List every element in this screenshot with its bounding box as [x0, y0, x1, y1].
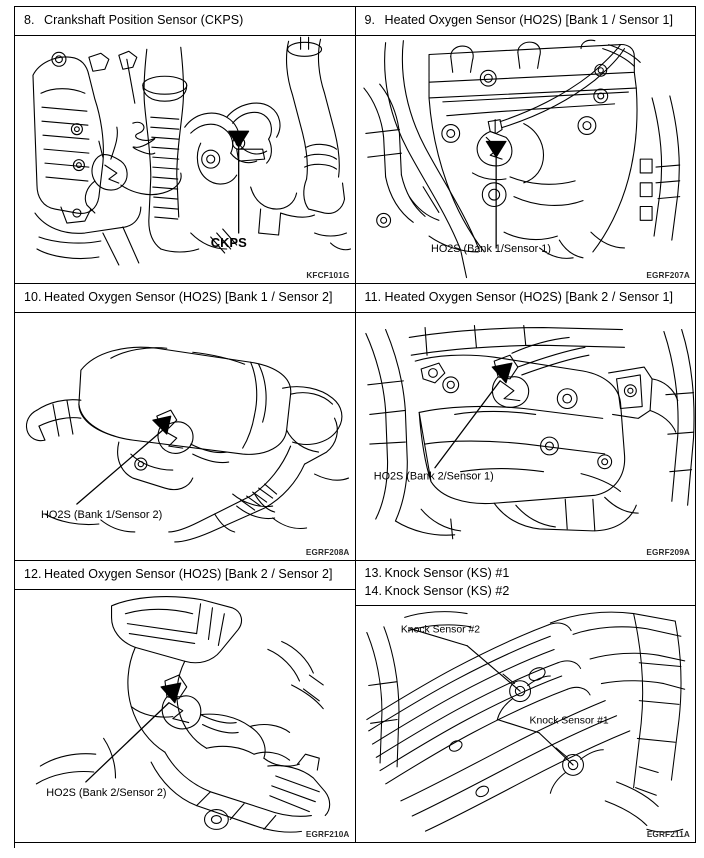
panel-ho2s-b2s2-body: HO2S (Bank 2/Sensor 2) EGRF210A [15, 590, 355, 842]
panel-ho2s-b1s2-header: 10.Heated Oxygen Sensor (HO2S) [Bank 1 /… [15, 284, 355, 313]
panel-ckps: 8. Crankshaft Position Sensor (CKPS) [15, 7, 356, 284]
panel-ho2s-b2s1-figure-code: EGRF209A [646, 548, 690, 557]
panel-ho2s-b1s2-figure-code: EGRF208A [305, 548, 350, 557]
ho2s-b2s2-exhaust-illustration: HO2S (Bank 2/Sensor 2) [15, 590, 355, 842]
knock-sensors-engine-illustration: Knock Sensor #2 Knock Sensor #1 [356, 606, 696, 843]
panel-ho2s-b2s1-number: 11. [364, 290, 382, 304]
panel-ckps-figure-code: KFCF101G [306, 271, 350, 280]
panel-ho2s-b1s1-figure-code: EGRF207A [646, 271, 690, 280]
panel-ho2s-b2s1-title: Heated Oxygen Sensor (HO2S) [Bank 2 / Se… [384, 290, 673, 304]
panel-knock-sensor-2-line: 14.Knock Sensor (KS) #2 [365, 583, 690, 601]
ho2s-b1s1-engine-illustration: HO2S (Bank 1/Sensor 1) [356, 36, 696, 283]
panel-knock-sensor-1-line: 13.Knock Sensor (KS) #1 [365, 565, 690, 583]
panel-grid: 8. Crankshaft Position Sensor (CKPS) [14, 6, 696, 848]
panel-knock-sensor-1-title: Knock Sensor (KS) #1 [384, 566, 510, 580]
panel-ho2s-b2s1-body: HO2S (Bank 2/Sensor 1) EGRF209A [356, 313, 696, 560]
panel-ho2s-b1s2-body: HO2S (Bank 1/Sensor 2) EGRF208A [15, 313, 355, 560]
panel-ho2s-b2s2-header: 12.Heated Oxygen Sensor (HO2S) [Bank 2 /… [15, 561, 355, 590]
panel-ho2s-b1s1-body: HO2S (Bank 1/Sensor 1) EGRF207A [356, 36, 696, 283]
panel-knock-sensors-header: 13.Knock Sensor (KS) #1 14.Knock Sensor … [355, 561, 695, 606]
panel-ho2s-b2s1: 11.Heated Oxygen Sensor (HO2S) [Bank 2 /… [355, 284, 696, 561]
panel-ho2s-b2s2-number: 12. [24, 567, 42, 581]
ho2s-b2s1-engine-illustration: HO2S (Bank 2/Sensor 1) [356, 313, 696, 560]
panel-ho2s-b2s2-figure-code: EGRF210A [305, 830, 350, 839]
panel-ho2s-b1s1-number: 9. [364, 13, 376, 27]
panel-knock-sensor-1-number: 13. [364, 566, 383, 580]
panel-ho2s-b2s2: 12.Heated Oxygen Sensor (HO2S) [Bank 2 /… [15, 561, 356, 843]
panel-ckps-title: Crankshaft Position Sensor (CKPS) [44, 13, 244, 27]
panel-ho2s-b2s1-header: 11.Heated Oxygen Sensor (HO2S) [Bank 2 /… [355, 284, 695, 313]
panel-ho2s-b1s1-title: Heated Oxygen Sensor (HO2S) [Bank 1 / Se… [384, 13, 673, 27]
panel-knock-sensor-2-number: 14. [364, 583, 383, 598]
panel-knock-sensors: 13.Knock Sensor (KS) #1 14.Knock Sensor … [355, 561, 696, 843]
ho2s-b1s1-callout-label: HO2S (Bank 1/Sensor 1) [431, 243, 551, 255]
ho2s-b1s2-exhaust-illustration: HO2S (Bank 1/Sensor 2) [15, 313, 355, 560]
knock-sensor-1-callout-label: Knock Sensor #1 [529, 715, 608, 726]
panel-knock-sensors-figure-code: EGRF211A [646, 830, 690, 839]
panel-knock-sensor-2-title: Knock Sensor (KS) #2 [384, 583, 510, 598]
panel-ho2s-b2s2-title: Heated Oxygen Sensor (HO2S) [Bank 2 / Se… [44, 567, 333, 581]
panel-knock-sensors-body: Knock Sensor #2 Knock Sensor #1 EGRF211A [356, 606, 696, 843]
panel-ho2s-b1s2-title: Heated Oxygen Sensor (HO2S) [Bank 1 / Se… [44, 290, 333, 304]
ckps-engine-illustration: CKPS [15, 36, 355, 283]
panel-ho2s-b1s1-header: 9. Heated Oxygen Sensor (HO2S) [Bank 1 / … [355, 7, 695, 36]
knock-sensor-2-callout-label: Knock Sensor #2 [400, 624, 479, 635]
ho2s-b2s2-callout-label: HO2S (Bank 2/Sensor 2) [46, 787, 166, 799]
ckps-callout-label: CKPS [211, 235, 247, 250]
panel-ckps-header: 8. Crankshaft Position Sensor (CKPS) [15, 7, 355, 36]
panel-ckps-body: CKPS KFCF101G [15, 36, 355, 283]
ho2s-b1s2-callout-label: HO2S (Bank 1/Sensor 2) [41, 509, 162, 521]
panel-ho2s-b1s2-number: 10. [24, 290, 42, 304]
panel-ckps-number: 8. [24, 13, 35, 27]
panel-ho2s-b1s2: 10.Heated Oxygen Sensor (HO2S) [Bank 1 /… [15, 284, 356, 561]
ho2s-b2s1-callout-label: HO2S (Bank 2/Sensor 1) [373, 470, 493, 482]
panel-ho2s-b1s1: 9. Heated Oxygen Sensor (HO2S) [Bank 1 / … [355, 7, 696, 284]
